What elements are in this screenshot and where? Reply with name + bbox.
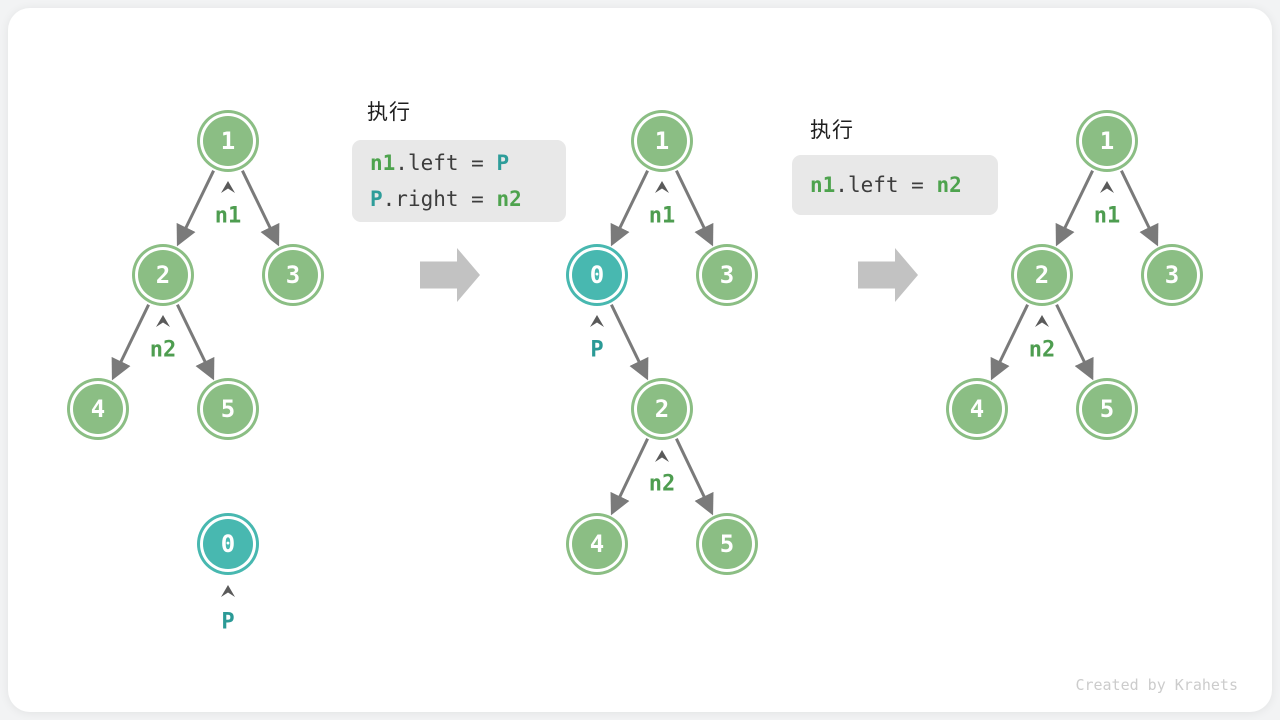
code-token-plain: .left = xyxy=(835,173,937,197)
code-token-n2: n2 xyxy=(936,173,962,197)
code-token-n2: n2 xyxy=(496,187,522,211)
figure-card xyxy=(8,8,1272,712)
code-block-2: n1.left = n2 xyxy=(792,155,998,215)
code-token-p: P xyxy=(370,187,383,211)
code-line: n1.left = P xyxy=(370,145,566,181)
code-token-plain: .left = xyxy=(395,151,497,175)
exec-label-1: 执行 xyxy=(367,101,411,124)
code-block-1: n1.left = P P.right = n2 xyxy=(352,140,566,222)
code-token-n1: n1 xyxy=(370,151,396,175)
credit-text: Created by Krahets xyxy=(1075,676,1238,694)
code-token-p: P xyxy=(496,151,510,175)
exec-label-2: 执行 xyxy=(810,119,854,142)
code-token-n1: n1 xyxy=(810,173,836,197)
code-line: n1.left = n2 xyxy=(810,167,998,203)
code-token-plain: .right = xyxy=(382,187,497,211)
code-line: P.right = n2 xyxy=(370,181,566,217)
